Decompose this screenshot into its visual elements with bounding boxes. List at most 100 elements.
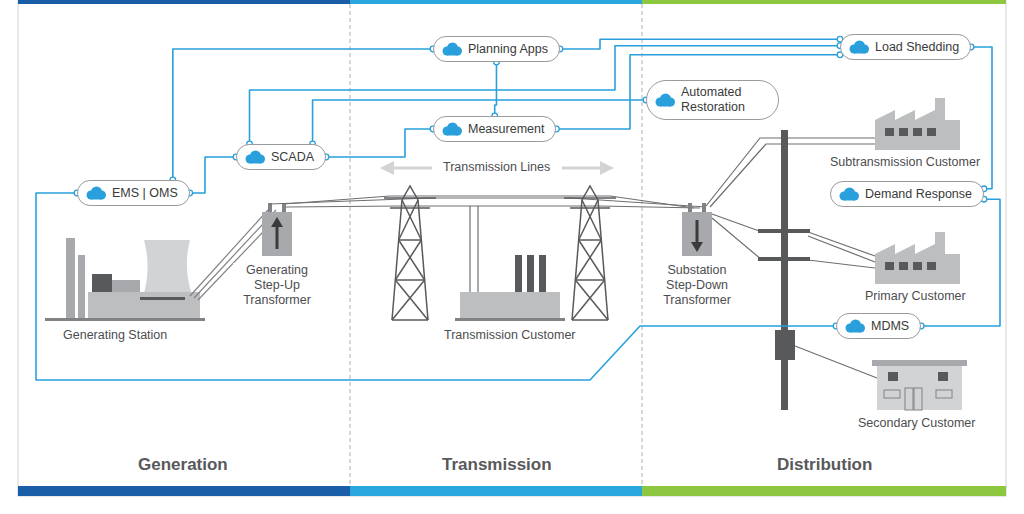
generating-station-part (88, 292, 200, 318)
transmission-wires (270, 196, 706, 292)
component-label: Primary Customer (863, 289, 968, 304)
transmission-arrows-part (562, 167, 602, 170)
data-link-group (918, 196, 1000, 328)
node-label: EMS | OMS (112, 186, 178, 201)
transmission-tower-part (395, 279, 424, 281)
section-label: Transmission (440, 455, 554, 475)
data-link (560, 39, 840, 49)
transmission-tower-part (579, 239, 602, 241)
cloud-icon (441, 41, 463, 57)
component-label: Generating Station (61, 328, 169, 343)
node-label: MDMS (871, 319, 909, 334)
primary-factory (875, 232, 960, 284)
transmission-tower-part (575, 240, 601, 280)
system-node: Demand Response (830, 181, 984, 207)
distribution-pole-part (758, 257, 810, 261)
secondary-house-part (905, 388, 913, 410)
step-up-transformer-part (262, 212, 292, 256)
data-link (495, 62, 497, 116)
data-link-group (310, 97, 649, 147)
transmission-wires-part (270, 198, 706, 207)
data-link-group (323, 126, 436, 160)
system-node: Load Shedding (840, 34, 971, 60)
generating-station-part (142, 240, 194, 300)
data-link-group (554, 52, 843, 132)
generating-station-part (112, 280, 140, 292)
cloud-icon (848, 39, 870, 55)
data-link (556, 55, 840, 129)
generating-station-part (45, 318, 205, 321)
primary-factory-part (875, 232, 960, 284)
cloud-icon (844, 318, 866, 334)
frame-part (350, 486, 642, 496)
transmission-wires-part (286, 206, 700, 208)
component-label: Transmission Customer (442, 328, 578, 343)
distribution-wires-part (712, 214, 762, 232)
distribution-pole (758, 130, 810, 410)
data-link-group (187, 154, 239, 196)
cloud-icon (244, 149, 266, 165)
data-link (313, 100, 646, 144)
transmission-tower-part (579, 240, 605, 280)
frame-part (350, 0, 642, 4)
transmission-tower-part (575, 280, 608, 320)
component-label: Secondary Customer (856, 416, 977, 431)
cloud-icon (654, 92, 676, 108)
secondary-house-part (884, 390, 900, 398)
frame (18, 0, 1006, 496)
subtransmission-factory-part (875, 98, 960, 150)
system-node: SCADA (236, 144, 326, 170)
transmission-tower (384, 186, 616, 320)
transmission-customer-plant (455, 255, 565, 321)
system-node: MDMS (836, 313, 921, 339)
data-link-group (36, 190, 839, 380)
transmission-customer-plant-part (460, 292, 560, 320)
distribution-wires-part (706, 138, 875, 206)
distribution-pole-part (775, 330, 795, 360)
generating-station-part (78, 255, 85, 318)
secondary-house (872, 360, 967, 410)
transmission-tower-part (575, 279, 604, 281)
data-link (921, 199, 1000, 326)
node-label: Demand Response (865, 187, 972, 202)
secondary-house-part (872, 360, 967, 366)
secondary-house-part (936, 390, 952, 398)
component-label: Substation Step-Down Transformer (653, 263, 741, 308)
transmission-tower-part (392, 319, 428, 321)
transmission-tower-part (572, 280, 605, 320)
system-node: EMS | OMS (77, 180, 190, 206)
cloud-icon (441, 121, 463, 137)
transmission-tower-part (392, 280, 425, 320)
transmission-tower-part (579, 200, 598, 240)
data-link-group (557, 36, 843, 51)
transmission-arrows-part (380, 161, 394, 175)
distribution-wires-part (710, 144, 875, 207)
node-label: SCADA (271, 150, 314, 165)
frame-part (18, 0, 350, 4)
frame-part (350, 4, 351, 486)
generating-station-part (92, 274, 112, 292)
data-link (326, 129, 433, 157)
frame-part (18, 0, 1006, 496)
distribution-pole-part (781, 130, 788, 410)
step-down-transformer-part (688, 203, 692, 212)
cloud-icon (85, 185, 107, 201)
component-label: Generating Step-Up Transformer (233, 263, 321, 308)
step-up-transformer-part (276, 224, 279, 249)
transmission-tower-part (390, 207, 430, 209)
data-link-group (492, 59, 499, 119)
transmission-customer-plant-part (515, 255, 522, 295)
step-down-transformer (682, 203, 712, 256)
step-up-transformer-part (271, 217, 283, 227)
step-down-transformer-part (696, 220, 699, 245)
transmission-customer-plant-part (527, 255, 534, 295)
transmission-tower-part (564, 197, 616, 199)
generating-station-part (66, 238, 75, 318)
transmission-arrows-part (392, 167, 432, 170)
node-label: Planning Apps (468, 42, 548, 57)
transmission-tower-part (572, 186, 608, 320)
step-down-transformer-part (691, 242, 703, 252)
data-link (173, 49, 433, 180)
distribution-wires-part (808, 236, 875, 262)
